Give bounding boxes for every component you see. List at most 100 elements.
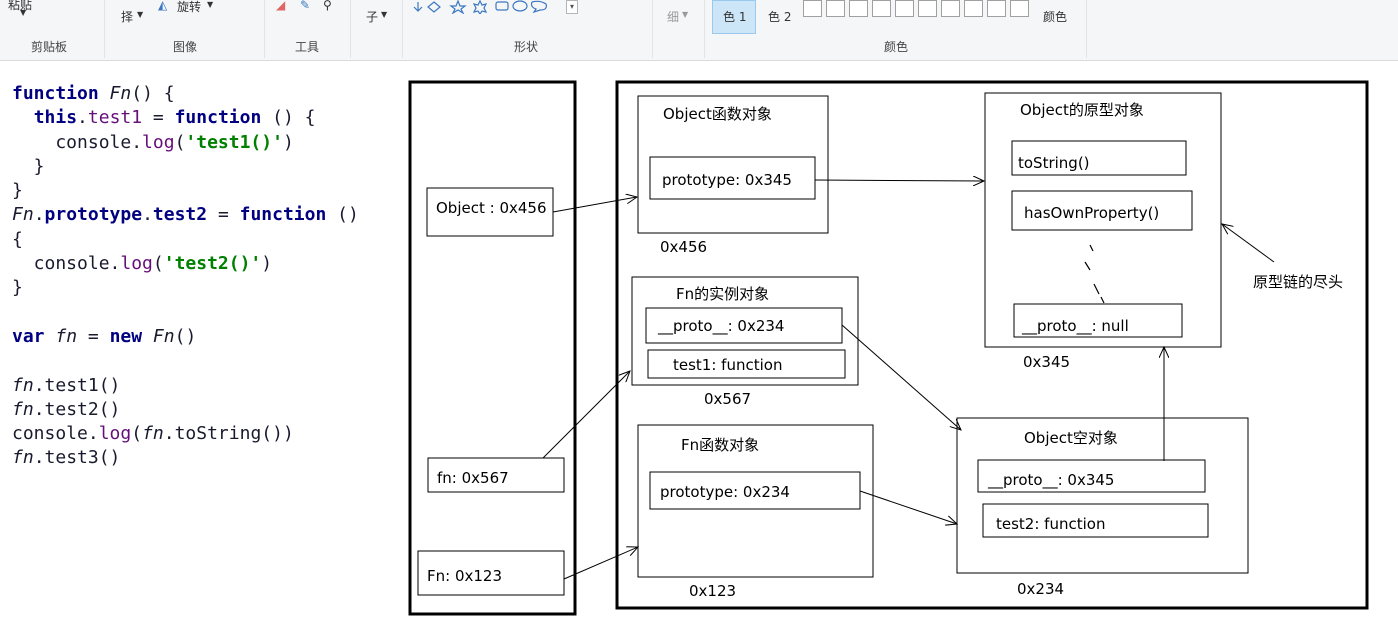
color-swatch[interactable] <box>826 0 845 17</box>
brushes-button[interactable]: 子 <box>366 10 379 24</box>
Fn-var-box <box>417 550 565 596</box>
size-dropdown-icon[interactable]: ▼ <box>682 10 689 19</box>
magnifier-icon[interactable]: ⚲ <box>323 0 332 12</box>
size-button[interactable]: 细 <box>667 10 680 24</box>
edit-colors-button[interactable]: 颜色 <box>1043 10 1068 24</box>
code-line: } <box>12 155 359 179</box>
fn-instance-test1-text: test1: function <box>673 356 782 374</box>
code-token: Fn <box>152 325 175 347</box>
code-line: Fn.prototype.test2 = function () <box>12 203 359 227</box>
ribbon-divider <box>350 0 351 58</box>
object-proto-box <box>984 92 1222 348</box>
stack-region <box>408 80 577 616</box>
code-token: fn <box>12 398 34 420</box>
code-line: fn.test3() <box>12 446 359 470</box>
code-token: ) <box>282 131 294 153</box>
code-token: .test2() <box>33 398 121 420</box>
eraser-icon[interactable]: ◢ <box>276 0 286 12</box>
code-line: fn.test1() <box>12 374 359 398</box>
code-token: = <box>77 325 110 347</box>
fn-prototype-text: prototype: 0x234 <box>660 483 790 501</box>
code-token: .toString()) <box>163 423 294 445</box>
object-proto-null-field <box>1013 303 1183 338</box>
code-token: function <box>239 204 327 226</box>
color-swatch[interactable] <box>1010 0 1029 17</box>
hasown-text: hasOwnProperty() <box>1024 204 1159 222</box>
object-var-label: Object : 0x456 <box>436 199 547 217</box>
color-swatch[interactable] <box>918 0 937 17</box>
brushes-dropdown-icon[interactable]: ▼ <box>381 10 388 19</box>
color1-button[interactable] <box>712 0 756 34</box>
shapes-icons <box>413 0 547 16</box>
color2-button[interactable]: 色 2 <box>768 10 792 24</box>
code-token: .test1() <box>33 374 121 396</box>
code-token: Fn <box>12 204 34 226</box>
color-swatch[interactable] <box>803 0 822 17</box>
ribbon-divider <box>264 0 265 58</box>
fn-instance-test1-field <box>647 349 846 379</box>
arrow-object-prototype <box>814 180 984 181</box>
object-empty-title: Object空对象 <box>1024 429 1118 447</box>
code-token: { <box>12 228 23 250</box>
ribbon-divider <box>652 0 653 58</box>
code-token: . <box>77 107 88 129</box>
code-token: } <box>12 277 23 299</box>
rotate-icon[interactable]: ◭ <box>158 0 168 12</box>
code-token: 'test1()' <box>185 131 283 153</box>
select-dropdown-icon[interactable]: ▼ <box>137 10 144 19</box>
arrow-fn-prototype <box>859 490 957 524</box>
code-token: ( <box>174 131 186 153</box>
code-token: function <box>12 83 99 104</box>
code-token: = <box>142 107 175 129</box>
object-prototype-field <box>649 156 816 200</box>
select-button[interactable]: 择 <box>121 10 134 24</box>
shapes-gallery[interactable] <box>410 0 578 16</box>
paste-button[interactable]: 粘贴 <box>8 0 33 12</box>
clipboard-group-label: 剪贴板 <box>31 40 68 54</box>
ribbon-divider <box>402 0 403 58</box>
code-token: prototype <box>44 204 143 226</box>
object-empty-proto-field <box>977 459 1206 493</box>
shapes-scroll-button[interactable]: ▾ <box>566 0 578 14</box>
tostring-field <box>1011 140 1187 176</box>
chain-end-label: 原型链的尽头 <box>1253 273 1343 291</box>
image-group-label: 图像 <box>173 40 198 54</box>
object-empty-test2-field <box>982 503 1209 538</box>
shapes-group-label: 形状 <box>514 40 539 54</box>
code-line: console.log('test2()') <box>12 252 359 276</box>
ellipsis-marks <box>1084 244 1105 304</box>
paste-dropdown-icon[interactable]: ▼ <box>20 8 27 17</box>
code-token: log <box>98 423 132 445</box>
code-token: new <box>109 325 143 347</box>
code-token: .test3() <box>33 447 121 469</box>
color-swatch[interactable] <box>849 0 868 17</box>
code-token: () <box>174 325 197 347</box>
fn-instance-box <box>631 276 859 386</box>
code-line: { <box>12 228 359 252</box>
color-swatch[interactable] <box>987 0 1006 17</box>
code-line: this.test1 = function () { <box>12 106 359 130</box>
color-picker-icon[interactable]: ✎ <box>300 0 311 12</box>
color-swatch[interactable] <box>872 0 891 17</box>
object-empty-proto-text: __proto__: 0x345 <box>987 471 1114 490</box>
color-swatch[interactable] <box>941 0 960 17</box>
code-token: log <box>120 253 153 275</box>
code-token: test2 <box>152 204 208 226</box>
code-token: ) <box>261 253 273 275</box>
color-swatch[interactable] <box>895 0 914 17</box>
code-token: var <box>12 325 45 347</box>
color1-label: 色 1 <box>723 10 747 24</box>
rotate-dropdown-icon[interactable]: ▼ <box>207 0 214 9</box>
fn-function-title: Fn函数对象 <box>681 436 759 454</box>
object-empty-test2-text: test2: function <box>996 515 1105 533</box>
object-function-title: Object函数对象 <box>663 105 772 123</box>
color-swatch[interactable] <box>964 0 983 17</box>
object-empty-box <box>956 417 1249 574</box>
code-listing: function Fn() { this.test1 = function ()… <box>12 82 359 471</box>
code-token: } <box>12 155 45 177</box>
code-token: fn <box>12 447 34 469</box>
fn-function-addr: 0x123 <box>689 582 736 600</box>
fn-prototype-field <box>649 471 861 510</box>
hasown-field <box>1011 190 1193 231</box>
rotate-button[interactable]: 旋转 <box>177 0 202 14</box>
